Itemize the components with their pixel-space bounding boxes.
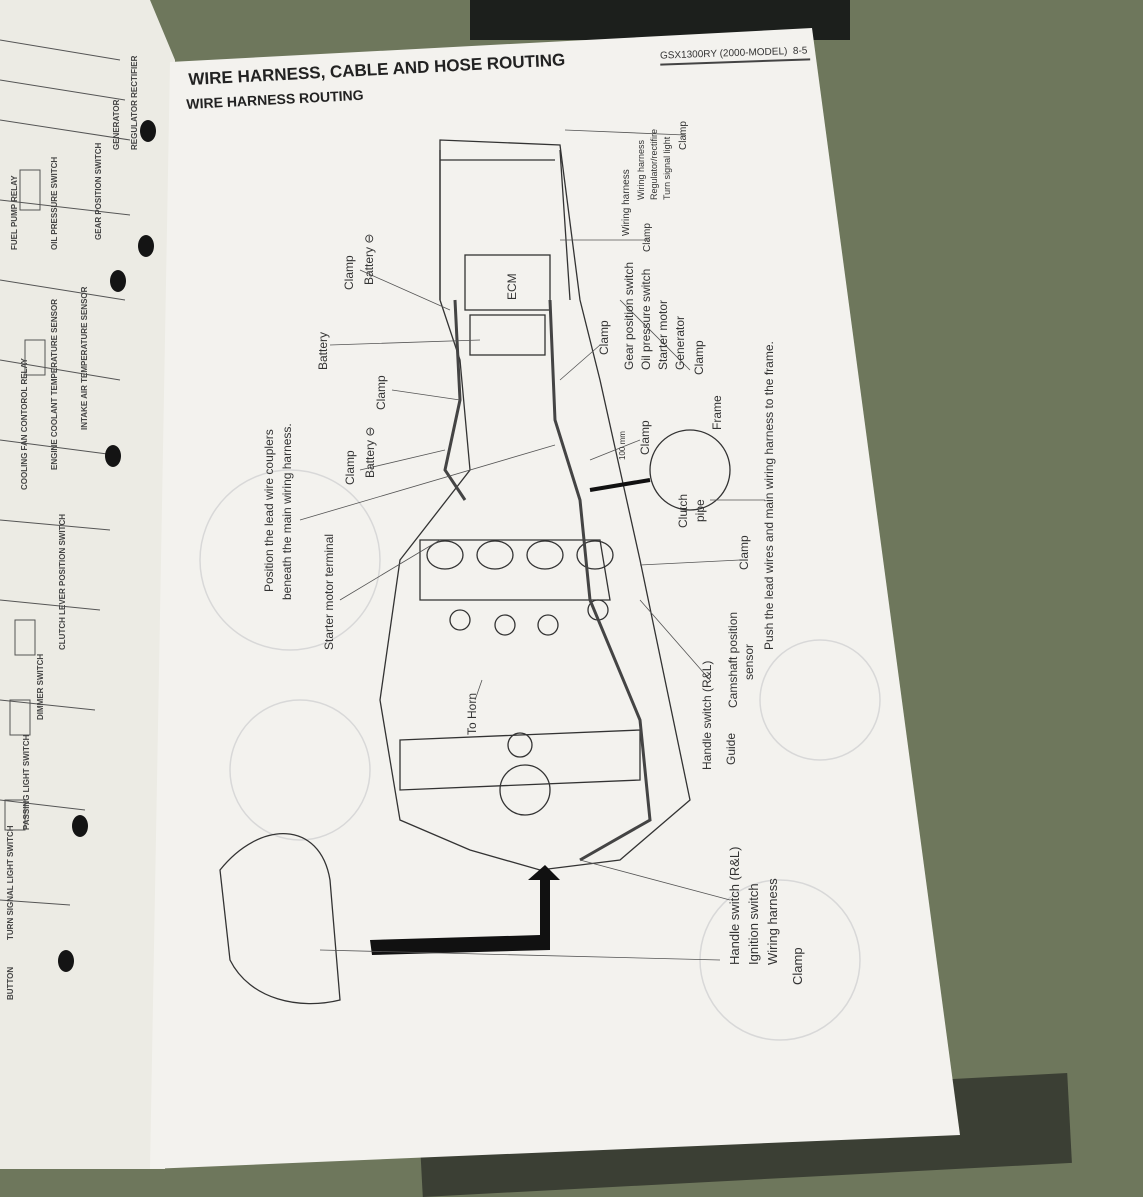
- manual-page: GSX1300RY (2000-MODEL) 8-5 WIRE HARNESS,…: [150, 28, 960, 1169]
- gear-group-item: Oil pressure switch: [639, 268, 653, 370]
- binder-hole: [140, 120, 156, 142]
- left-label: COOLING FAN CONTOROL RELAY: [20, 358, 29, 490]
- left-page: REGULATOR RECTIFIER GENERATOR GEAR POSIT…: [0, 0, 175, 1169]
- left-label: PASSING LIGHT SWITCH: [22, 734, 31, 830]
- gear-group-item: Starter motor: [656, 299, 670, 370]
- camshaft-label-line1: Camshaft position: [726, 611, 740, 708]
- front-group-item: Wiring harness: [765, 878, 780, 965]
- clamp-label: Clamp: [692, 340, 706, 375]
- left-label: INTAKE AIR TEMPERATURE SENSOR: [80, 286, 89, 430]
- left-label: FUEL PUMP RELAY: [10, 175, 19, 250]
- front-group-item: Ignition switch: [746, 883, 761, 965]
- clamp-label: Clamp: [638, 420, 652, 455]
- wiring-schematic: [0, 39, 131, 906]
- rear-group-item: Turn signal light: [662, 136, 672, 200]
- frame-label: Frame: [710, 395, 724, 430]
- direction-arrow: [370, 865, 560, 955]
- left-label: TURN SIGNAL LIGHT SWITCH: [6, 825, 15, 940]
- left-label: BUTTON: [6, 966, 15, 1000]
- gear-group-item: Generator: [673, 315, 687, 370]
- clamp-label: Clamp: [374, 375, 388, 410]
- front-group-item: Handle switch (R&L): [727, 846, 742, 966]
- position-note-line1: Position the lead wire couplers: [262, 429, 276, 592]
- guide-label: Guide: [724, 732, 738, 765]
- left-label: OIL PRESSURE SWITCH: [50, 156, 59, 250]
- to-horn-label: To Horn: [465, 692, 479, 735]
- left-label: REGULATOR RECTIFIER: [130, 55, 139, 150]
- binder-hole: [105, 445, 121, 467]
- left-label: GENERATOR: [112, 99, 121, 150]
- clamp-label: Clamp: [678, 121, 689, 150]
- binder-hole: [138, 235, 154, 257]
- rear-group-item: Regulator/rectifire: [649, 128, 659, 200]
- clamp-label: Clamp: [342, 255, 356, 290]
- clutch-label-line1: Clutch: [676, 493, 690, 528]
- battery-neg-label: Battery ⊖: [363, 426, 377, 478]
- position-note-line2: beneath the main wiring harness.: [280, 423, 294, 600]
- battery-label: Battery: [316, 331, 330, 370]
- starter-motor-terminal-label: Starter motor terminal: [322, 533, 336, 650]
- left-label: CLUTCH LEVER POSITION SWITCH: [58, 514, 67, 650]
- binder-hole: [72, 815, 88, 837]
- left-label: GEAR POSITION SWITCH: [94, 142, 103, 240]
- clutch-label-line2: pipe: [693, 499, 707, 522]
- handle-switch-label: Handle switch (R&L): [700, 660, 714, 770]
- clamp-label: Clamp: [790, 947, 805, 985]
- binder-hole: [110, 270, 126, 292]
- harness-diagram: [199, 129, 881, 1041]
- push-note: Push the lead wires and main wiring harn…: [762, 341, 776, 650]
- rear-group-item: Wiring harness: [636, 139, 646, 200]
- ecm-label: ECM: [505, 273, 519, 300]
- clamp-label: Clamp: [642, 223, 653, 252]
- page-number: 8-5: [792, 45, 808, 57]
- clamp-label: Clamp: [737, 535, 751, 570]
- dimension-label: 100 mm: [618, 431, 627, 460]
- wiring-harness-label: Wiring harness: [621, 169, 632, 236]
- battery-neg-label: Battery ⊖: [362, 233, 376, 285]
- camshaft-label-line2: sensor: [742, 643, 756, 680]
- gear-group-item: Gear position switch: [622, 261, 636, 370]
- pointer-arrow: [589, 478, 651, 492]
- binder-hole: [58, 950, 74, 972]
- clamp-label: Clamp: [343, 450, 357, 485]
- clamp-label: Clamp: [597, 320, 611, 355]
- left-label: DIMMER SWITCH: [36, 653, 45, 720]
- left-label: ENGINE COOLANT TEMPERATURE SENSOR: [50, 299, 59, 470]
